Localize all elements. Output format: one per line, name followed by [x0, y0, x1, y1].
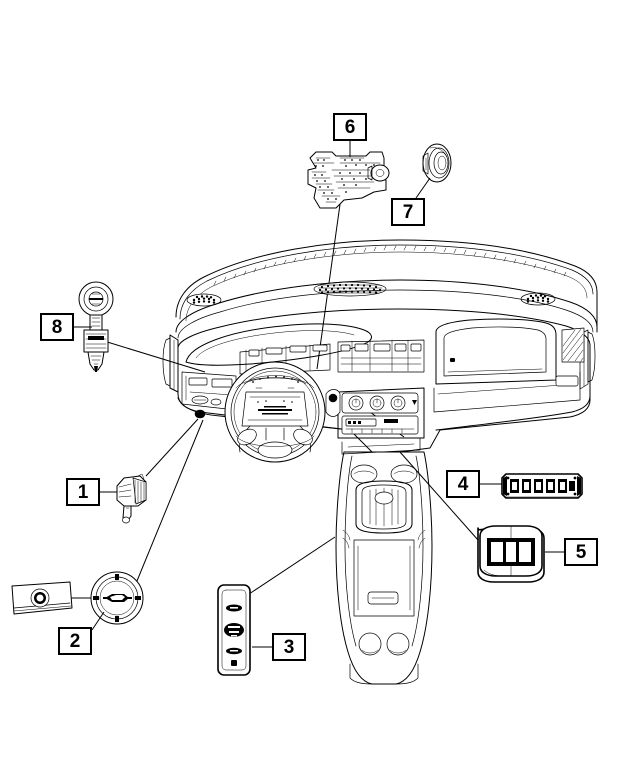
console-front-kick: [349, 663, 419, 685]
hvac-control-knobs: [341, 392, 419, 414]
right-end-cap: [587, 331, 596, 383]
part-7-bezel-ring: [422, 143, 452, 183]
callout-box-3[interactable]: 3: [272, 633, 306, 661]
part-3-console-switch-panel: [217, 584, 251, 676]
instrument-panel-assembly: [162, 239, 598, 453]
hvac-indicator-icon: [412, 400, 417, 405]
overhead-switch-cells: [510, 479, 575, 493]
callout-box-7[interactable]: 7: [391, 198, 425, 226]
leader-3: [239, 536, 336, 601]
wheel-speckle: [252, 375, 299, 403]
part-1-multifunction-switch: [116, 473, 147, 524]
leader-5: [399, 451, 479, 541]
rear-cup-holder-left: [358, 632, 382, 656]
part-6-ignition-lock-housing: [307, 151, 390, 209]
console-switch-4: [231, 660, 237, 666]
panel-bottom-left: [177, 397, 351, 431]
console-switch-3: [226, 647, 242, 655]
cowl-seam-hatch: [213, 245, 567, 286]
center-stack: [337, 387, 425, 455]
cup-holder-left: [350, 464, 378, 484]
rim-shade-bottom: [235, 435, 315, 447]
shifter-assembly: [355, 480, 413, 534]
part-2-horn-switch-assembly: [11, 571, 144, 625]
center-console: [335, 451, 433, 685]
passenger-lower-line: [437, 383, 577, 395]
lock-housing-speckle: [314, 159, 375, 200]
passenger-lower-trim: [433, 371, 581, 413]
lock-cylinder-stub: [370, 164, 390, 182]
rear-cup-holder-right: [386, 632, 410, 656]
side-air-outlet: [561, 327, 585, 363]
leader-6: [316, 189, 343, 370]
defroster-vent: [313, 281, 387, 297]
bezel-tab: [422, 152, 429, 175]
console-switch-1: [226, 604, 242, 612]
spoke-opening-bottom: [257, 441, 293, 459]
leader-8: [103, 340, 206, 373]
console-side-detail: [342, 529, 426, 549]
callout-box-8[interactable]: 8: [40, 313, 74, 341]
tray-line: [347, 443, 415, 448]
part-4-overhead-switch-bank: [501, 473, 583, 499]
leader-2-pad: [129, 419, 204, 599]
cowl-top-edge-inner: [179, 244, 594, 320]
cowl-top-edge-inner2: [185, 251, 588, 322]
glove-box: [435, 318, 557, 385]
switch-stalk-tip: [122, 516, 130, 524]
side-demist-vent-left: [186, 293, 222, 307]
upper-pad-edge: [175, 279, 598, 333]
callout-box-2[interactable]: 2: [58, 627, 92, 655]
left-end-cap: [162, 337, 171, 387]
cluster-hood: [185, 323, 372, 366]
shift-knob: [374, 491, 394, 505]
wheel-upper-detail: [243, 375, 307, 389]
headlamp-icon: [89, 298, 103, 300]
hub-emblem: [258, 406, 292, 415]
horn-glyph: [103, 594, 132, 602]
callout-box-4[interactable]: 4: [446, 470, 480, 498]
center-vent-registers: [239, 343, 331, 375]
callout-box-5[interactable]: 5: [564, 538, 598, 566]
switch-bank-screws: [506, 476, 577, 496]
upper-pad-edge-2: [177, 289, 594, 339]
callout-box-1[interactable]: 1: [66, 478, 100, 506]
passenger-side-outlet: [555, 375, 579, 387]
leader-1: [145, 418, 199, 477]
driver-lower-trim: [181, 371, 237, 411]
steering-column-shroud: [325, 389, 341, 417]
steering-wheel: [224, 361, 326, 463]
right-vent-bank: [337, 339, 425, 373]
part-5-power-window-switch: [477, 525, 545, 583]
part-8-headlamp-switch: [78, 281, 114, 372]
cluster-hood-crease: [195, 330, 355, 359]
panel-bottom-right: [435, 395, 591, 431]
cup-holder-right: [390, 464, 418, 484]
callout-box-6[interactable]: 6: [333, 113, 367, 141]
console-armrest: [353, 539, 415, 617]
console-switch-2: [224, 623, 244, 637]
ignition-lock-location: [328, 393, 338, 403]
rim-shade-top: [235, 377, 315, 389]
side-demist-vent-right: [520, 292, 556, 306]
cowl-top-edge: [175, 239, 598, 333]
radio-head-unit: [341, 415, 419, 435]
